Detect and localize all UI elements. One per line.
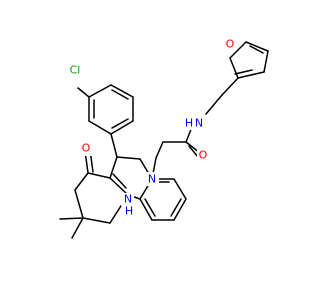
bond (173, 178, 187, 200)
ring-amine-hydrogen-label: H (125, 205, 133, 218)
label-bg (121, 193, 134, 206)
label-bg (124, 205, 134, 218)
bond (139, 198, 153, 221)
molecule-diagram: Cl O N H O O N N H (59, 37, 269, 239)
label-bg (146, 172, 159, 186)
furan-oxygen-label: O (226, 38, 235, 51)
diazepine-core (59, 133, 187, 239)
bond-inner (249, 45, 264, 54)
bond (109, 156, 118, 179)
bond-inner (111, 89, 129, 100)
label-bg (80, 142, 93, 156)
amide-oxygen-label: O (199, 149, 208, 162)
bond (245, 41, 269, 52)
bond (116, 156, 141, 160)
bond-methyl (71, 217, 84, 239)
furan-ring (229, 41, 269, 79)
bond (263, 50, 269, 73)
bond (74, 189, 84, 219)
bond (109, 177, 129, 196)
bond-to-chlorine (77, 87, 90, 98)
bond-methyl (59, 217, 84, 220)
bond (229, 57, 239, 79)
bond-inner (170, 198, 182, 217)
bond (88, 120, 112, 135)
bond-inner (112, 173, 127, 189)
bond-inner (144, 198, 156, 217)
label-bg (64, 63, 86, 77)
ring-nitrogen-label: N (148, 173, 156, 186)
chlorophenyl-ring (77, 84, 134, 135)
label-bg (197, 148, 210, 162)
atom-labels: Cl O N H O O N N H (64, 37, 236, 218)
ring-amine-nitrogen-label: N (124, 193, 132, 206)
label-bg (184, 117, 194, 130)
amide-nitrogen-label: N (195, 117, 203, 130)
bond-inner (111, 118, 129, 129)
bond-double (188, 145, 199, 158)
bond (221, 77, 239, 96)
bond (110, 133, 118, 158)
bond (155, 141, 164, 159)
bond-inner (234, 69, 253, 75)
bond (229, 41, 247, 59)
label-bg (224, 37, 236, 51)
bond (110, 120, 134, 135)
bond (173, 198, 187, 221)
chlorine-label: Cl (70, 64, 81, 77)
molecule-structure: Cl O N H O O N N H (59, 37, 269, 239)
amide-hydrogen-label: H (185, 117, 193, 130)
ketone-oxygen-label: O (82, 142, 91, 155)
bond (87, 172, 111, 179)
bond (88, 84, 112, 98)
bond (237, 71, 265, 79)
bond (110, 84, 134, 98)
bond (74, 172, 89, 191)
bond (82, 217, 111, 224)
label-bg (193, 116, 206, 130)
bond (205, 94, 223, 115)
